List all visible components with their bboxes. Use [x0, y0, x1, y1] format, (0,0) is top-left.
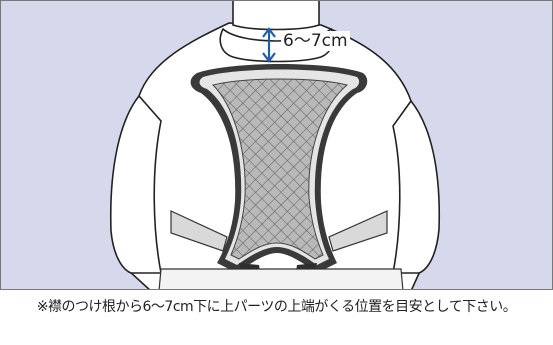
right-sleeve [392, 99, 441, 274]
back-posture-support-illustration [109, 1, 441, 289]
neck [232, 1, 320, 31]
caption-text: ※襟のつけ根から6～7cm下に上パーツの上端がくる位置を目安として下さい。 [36, 299, 517, 315]
left-sleeve [109, 94, 162, 274]
measurement-arrow [262, 27, 276, 63]
measurement-label: 6～7cm [281, 31, 350, 51]
illustration-panel: 6～7cm [0, 0, 553, 290]
left-belt [170, 210, 228, 252]
right-belt [328, 210, 388, 252]
mesh-panel [212, 78, 349, 260]
